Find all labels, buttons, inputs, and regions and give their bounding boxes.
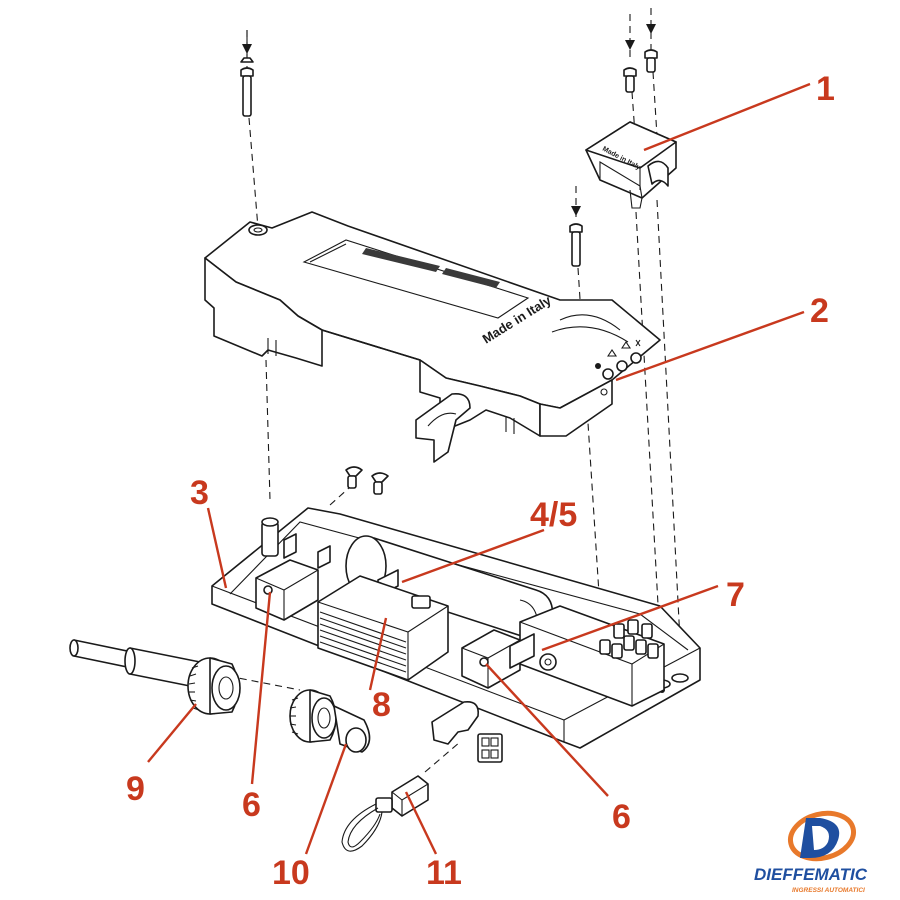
label-9: 9	[126, 770, 145, 808]
screw-left	[240, 30, 254, 117]
leader-lines	[147, 82, 811, 855]
label-11: 11	[426, 854, 462, 892]
logo-name: DIEFFEMATIC	[754, 865, 868, 884]
screw-right-a	[623, 67, 637, 93]
transformer-windings	[319, 611, 407, 673]
label-4-5: 4/5	[530, 496, 577, 534]
label-6-right: 6	[612, 798, 631, 836]
roller-9-knurl	[188, 665, 200, 711]
screw-right-b	[644, 49, 658, 73]
part-shaft	[69, 639, 201, 689]
part-7-terminal-board	[509, 605, 665, 707]
roller-10-knurl	[289, 697, 299, 735]
leader-6-right	[485, 663, 609, 797]
part-1-cap: Made in Italy	[585, 121, 677, 209]
label-2: 2	[810, 292, 829, 330]
leader-1	[643, 82, 811, 152]
logo-tagline: INGRESSI AUTOMATICI	[792, 887, 865, 894]
label-1: 1	[816, 70, 835, 108]
leader-9	[147, 703, 197, 763]
screw-middle	[569, 223, 583, 267]
label-6-left: 6	[242, 786, 261, 824]
part-2-cover: Made in Italy	[204, 211, 661, 463]
leader-11	[404, 791, 438, 855]
part-6-right-switch	[461, 629, 521, 689]
leader-10	[304, 743, 348, 855]
part-11-jumper	[341, 775, 429, 852]
terminal-posts	[599, 619, 659, 659]
logo-mark	[787, 810, 857, 862]
label-10: 10	[272, 854, 310, 892]
part-9-roller	[187, 657, 241, 715]
leader-8	[368, 617, 388, 691]
label-3: 3	[190, 474, 209, 512]
label-8: 8	[372, 686, 391, 724]
label-7: 7	[726, 576, 745, 614]
brand-logo: DIEFFEMATIC INGRESSI AUTOMATICI	[754, 810, 868, 894]
part-6-left-switch	[255, 559, 319, 621]
leader-6-left	[250, 591, 272, 785]
callout-labels: 1 2 3 4/5 7 8 6 6 9 10 11	[126, 70, 835, 892]
part-10-roller	[289, 689, 371, 753]
leader-7	[541, 584, 719, 652]
base-screws	[345, 466, 389, 495]
leader-2	[615, 310, 805, 382]
leader-4-5	[401, 528, 545, 584]
leader-3	[206, 507, 228, 589]
arrow-heads	[242, 24, 656, 216]
